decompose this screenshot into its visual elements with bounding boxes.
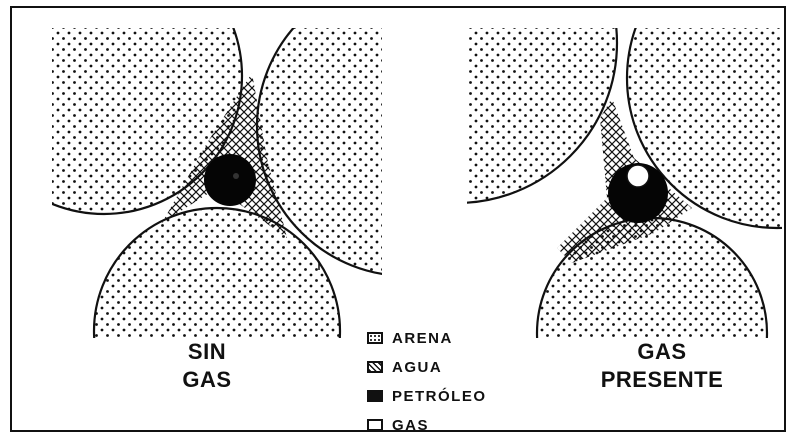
caption-line: SIN: [162, 338, 252, 366]
legend-label: ARENA: [392, 330, 453, 347]
sand-swatch-icon: [367, 332, 383, 344]
sand-grain: [537, 218, 767, 430]
legend-label: PETRÓLEO: [392, 388, 487, 405]
caption-line: GAS: [162, 366, 252, 394]
legend-item-arena: ARENA: [367, 326, 487, 350]
legend-label: AGUA: [392, 359, 442, 376]
legend-item-petroleo: PETRÓLEO: [367, 384, 487, 408]
legend-item-gas: GAS: [367, 413, 487, 437]
caption-sin-gas: SIN GAS: [162, 338, 252, 394]
caption-line: PRESENTE: [577, 366, 747, 394]
legend-item-agua: AGUA: [367, 355, 487, 379]
legend: ARENA AGUA PETRÓLEO GAS: [367, 326, 487, 442]
oil-highlight: [233, 173, 239, 179]
caption-gas-presente: GAS PRESENTE: [577, 338, 747, 394]
gas-bubble: [627, 165, 649, 187]
sand-grain: [94, 208, 340, 430]
water-swatch-icon: [367, 361, 383, 373]
figure-frame: SIN GAS GAS PRESENTE ARENA AGUA PETRÓLEO…: [10, 6, 786, 432]
gas-swatch-icon: [367, 419, 383, 431]
legend-label: GAS: [392, 417, 429, 434]
oil-swatch-icon: [367, 390, 383, 402]
oil-droplet: [204, 154, 256, 206]
caption-line: GAS: [577, 338, 747, 366]
